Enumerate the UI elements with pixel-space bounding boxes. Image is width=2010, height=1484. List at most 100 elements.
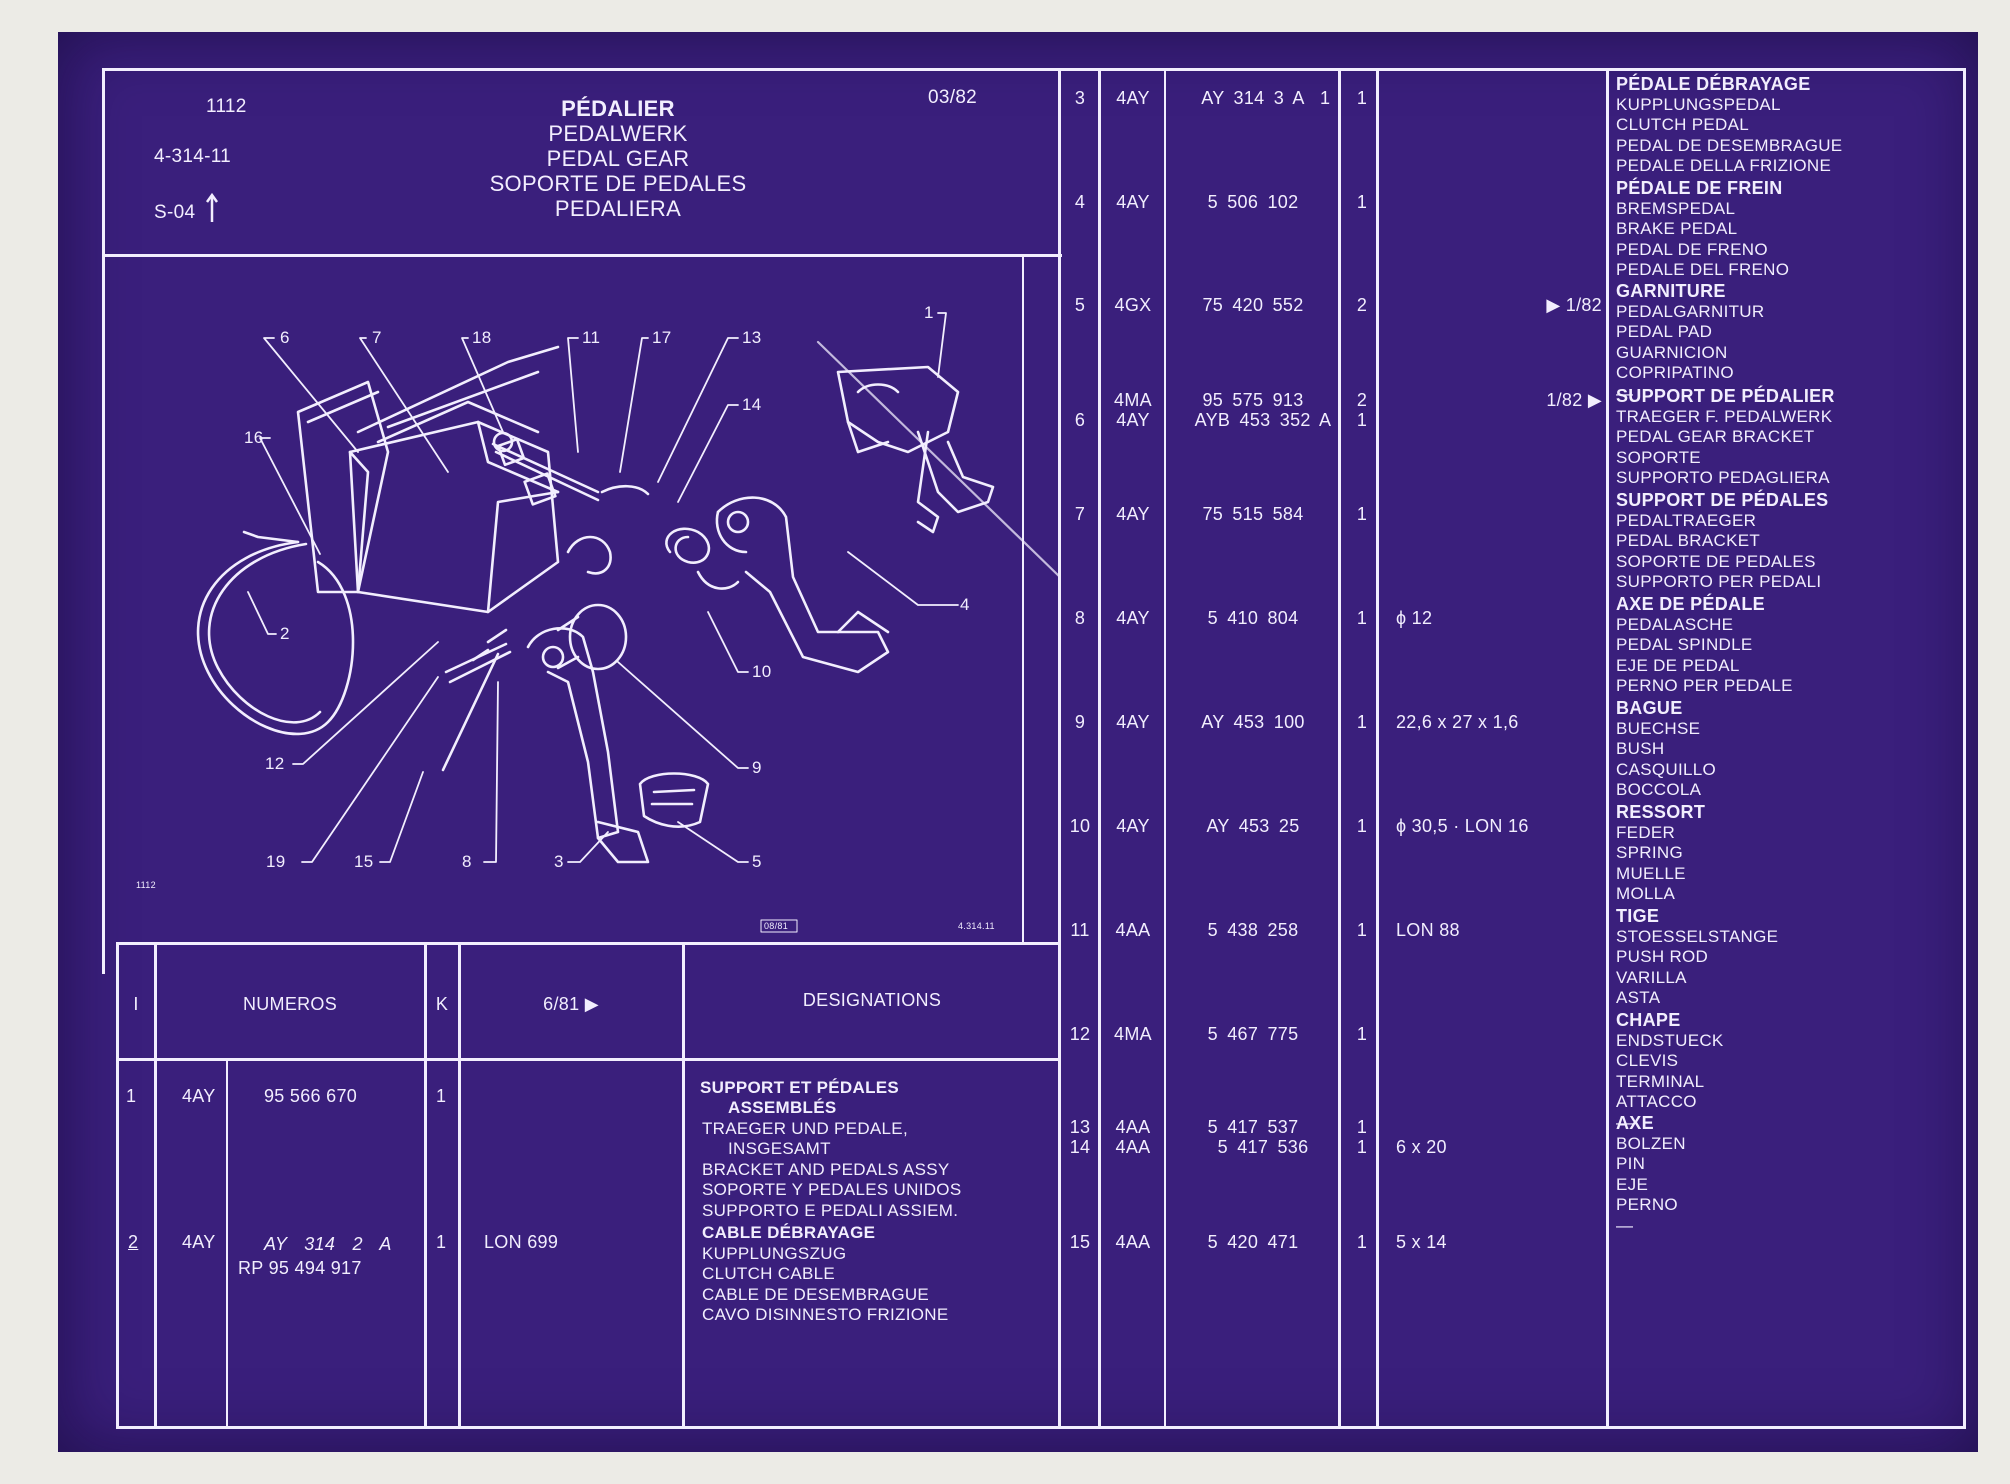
row-qty: 1 <box>1356 920 1368 940</box>
row-code: 4AY <box>1116 192 1150 212</box>
row-spec: LON 699 <box>484 1232 559 1252</box>
row-number: 2 <box>128 1232 139 1252</box>
row-qty: 1 <box>1356 88 1368 108</box>
desc-line: BRAKE PEDAL <box>1616 219 1738 238</box>
row-qty: 2 <box>1356 295 1368 315</box>
row-number: 12 <box>1069 1024 1091 1044</box>
desc-line: PEDAL SPINDLE <box>1616 635 1753 654</box>
row-qty: 1 <box>436 1086 447 1106</box>
desc-line: SOPORTE Y PEDALES UNIDOS <box>702 1180 962 1199</box>
desc-line: BRACKET AND PEDALS ASSY <box>702 1160 950 1179</box>
desc-line: BOLZEN <box>1616 1133 1686 1153</box>
callout-12: 12 <box>265 754 285 773</box>
row-code: 4AA <box>1115 1137 1151 1157</box>
row-part-number: 75 515 584 <box>1202 504 1304 524</box>
desc-line: SOPORTE DE PEDALES <box>1616 551 1816 571</box>
desc-line: SUPPORTO PEDAGLIERA <box>1616 468 1830 487</box>
left-col-sep-3 <box>424 944 427 1429</box>
desc-line: PUSH ROD <box>1616 947 1709 966</box>
right-col-sep-4 <box>1338 68 1341 1429</box>
row-qty: 1 <box>1356 608 1368 628</box>
desc-line: ENDSTUECK <box>1616 1030 1724 1050</box>
row-number: 8 <box>1074 608 1086 628</box>
row-qty: 1 <box>1356 504 1368 524</box>
arrow-up-icon <box>205 192 218 222</box>
desc-line: GUARNICION <box>1616 342 1728 362</box>
row-number: 7 <box>1074 504 1086 524</box>
row-code: 4AY <box>1116 608 1150 628</box>
page-code: S-04 <box>154 202 196 223</box>
row-part-number: 5 417 537 <box>1207 1117 1299 1137</box>
row-part-number: 5 438 258 <box>1207 920 1299 940</box>
desc-line: PERNO PER PEDALE <box>1616 676 1793 695</box>
left-header-bottom <box>116 1058 1060 1061</box>
desc-line: SUPPORTO PER PEDALI <box>1616 572 1822 591</box>
title-divider <box>102 254 1062 257</box>
desc-line: BUSH <box>1616 739 1665 758</box>
callout-18: 18 <box>472 328 492 347</box>
pedal-pad-drawing <box>638 772 710 828</box>
frame-right <box>1963 68 1966 1429</box>
desc-line: ATTACCO <box>1616 1092 1697 1111</box>
row-part-number: AY 314 3 A <box>1201 88 1305 108</box>
col-header-k: K <box>435 994 449 1014</box>
desc-line: ASSEMBLÉS <box>728 1098 837 1117</box>
desc-line: PEDALTRAEGER <box>1616 510 1757 530</box>
row-part-number: AYB 453 352 A <box>1194 410 1332 430</box>
row-part-number: AY 314 2 A <box>264 1234 392 1254</box>
row-part-number: 5 420 471 <box>1207 1232 1299 1252</box>
right-col-sep-6 <box>1606 68 1609 1429</box>
pedal-bracket-drawing <box>348 420 560 614</box>
date-code: 03/82 <box>928 87 978 108</box>
col-header-i: I <box>133 994 139 1014</box>
frame-left-top <box>102 68 105 974</box>
frame-top <box>102 68 1966 71</box>
desc-line: PEDAL GEAR BRACKET <box>1616 427 1815 446</box>
callout-13: 13 <box>742 328 762 347</box>
row-number: 10 <box>1069 816 1091 836</box>
left-col-sep-4 <box>458 944 461 1429</box>
desc-line: FEDER <box>1616 822 1676 842</box>
desc-line: EJE <box>1616 1174 1649 1194</box>
exploded-diagram <box>196 312 1058 933</box>
callout-2: 2 <box>280 624 290 643</box>
row-qty: 1 <box>436 1232 447 1252</box>
row-code: 4GX <box>1114 295 1152 315</box>
row-number: 6 <box>1074 410 1086 430</box>
drawing-bottom <box>116 942 1060 945</box>
row-part-number: 5 506 102 <box>1207 192 1299 212</box>
row-number: 5 <box>1074 295 1086 315</box>
callout-9: 9 <box>752 758 762 777</box>
row-qty: 1 <box>1356 192 1368 212</box>
desc-line: PÉDALE DE FREIN <box>1616 178 1783 198</box>
title-de: PEDALWERK <box>548 121 688 146</box>
row-qty: 1 <box>1356 1137 1368 1157</box>
clutch-cable-drawing <box>196 540 355 736</box>
desc-line: VARILLA <box>1616 967 1687 987</box>
callout-14: 14 <box>742 395 762 414</box>
desc-line: AXE DE PÉDALE <box>1616 594 1765 614</box>
pushrod-drawing <box>491 442 600 494</box>
desc-line: PEDAL DE DESEMBRAGUE <box>1616 135 1843 155</box>
desc-line: PEDALASCHE <box>1616 614 1734 634</box>
frame-left-bottom <box>116 944 119 1429</box>
desc-line: INSGESAMT <box>728 1139 831 1158</box>
title-es: SOPORTE DE PEDALES <box>489 171 747 196</box>
col-header-date: 6/81 ▶ <box>543 994 599 1014</box>
row-qty: 1 <box>1356 816 1368 836</box>
row-qty: 1 <box>1356 1024 1368 1044</box>
desc-line: CLUTCH CABLE <box>702 1264 836 1283</box>
row-code: 4AA <box>1115 1232 1151 1252</box>
row-code: 4AA <box>1115 1117 1151 1137</box>
desc-line: BREMSPEDAL <box>1616 198 1736 218</box>
pedal-assembly-drawing <box>836 365 960 454</box>
desc-line: SUPPORT ET PÉDALES <box>700 1078 900 1097</box>
desc-line: PEDAL PAD <box>1616 322 1713 341</box>
row-number: 14 <box>1069 1137 1091 1157</box>
row-number: 13 <box>1069 1117 1091 1137</box>
row-part-number: 95 575 913 <box>1202 390 1304 410</box>
desc-line: MOLLA <box>1616 884 1676 903</box>
row-code: 4AY <box>1116 410 1150 430</box>
row-part-number: 95 566 670 <box>264 1086 358 1106</box>
row-number: 15 <box>1069 1232 1091 1252</box>
